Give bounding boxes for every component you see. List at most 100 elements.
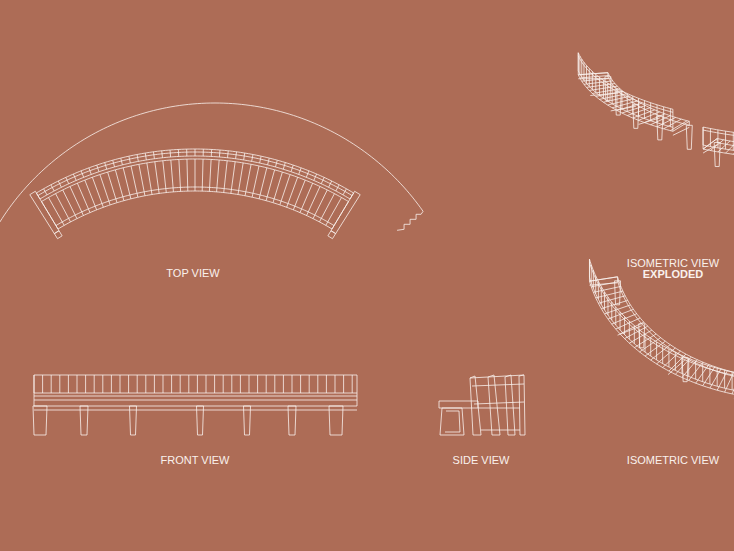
back-slat xyxy=(627,94,628,112)
back-frame xyxy=(488,375,500,435)
leg-side xyxy=(445,411,460,432)
end xyxy=(34,375,35,406)
back-slat xyxy=(656,342,657,360)
seat-slat xyxy=(584,81,613,84)
back-slat xyxy=(599,77,600,95)
seat-slat xyxy=(319,194,334,222)
foot-rail xyxy=(481,430,520,431)
back-slat xyxy=(292,375,293,393)
back-slat xyxy=(717,368,718,386)
back-top xyxy=(589,259,734,378)
back-slat xyxy=(68,375,69,393)
seat-slat xyxy=(651,345,670,360)
back-top xyxy=(578,56,673,113)
back-slat xyxy=(329,181,332,187)
seat-slat xyxy=(252,166,259,197)
back-slat xyxy=(317,375,318,393)
seat-slat xyxy=(115,170,124,201)
seat-slat xyxy=(300,183,313,212)
back-slat xyxy=(702,364,703,382)
leg xyxy=(686,125,692,149)
view-label: SIDE VIEW xyxy=(453,454,510,466)
back-slat xyxy=(621,91,622,109)
back-slat xyxy=(81,171,84,178)
leg-brace xyxy=(618,326,642,335)
back-slat xyxy=(102,375,103,393)
back-slat xyxy=(601,287,602,305)
seat-slat xyxy=(307,186,320,215)
seat-slat xyxy=(633,110,655,118)
seat-slat xyxy=(238,163,243,195)
back-slat xyxy=(709,366,710,384)
seat-slat xyxy=(629,330,651,343)
back-slat xyxy=(604,292,605,310)
seat-slat xyxy=(100,175,110,205)
back-slat xyxy=(129,156,131,163)
back-slat xyxy=(73,174,76,180)
back-slat xyxy=(343,189,346,195)
back-slat xyxy=(583,62,584,80)
back-slat xyxy=(154,375,155,393)
seat-slat xyxy=(689,362,703,380)
back-slat xyxy=(214,375,215,393)
back-frame xyxy=(505,375,515,435)
back-slat xyxy=(352,375,353,393)
seat-side xyxy=(439,401,478,408)
back-rail xyxy=(34,375,357,376)
back-slat xyxy=(275,160,277,167)
leg-brace xyxy=(673,127,689,135)
steps-edge xyxy=(397,211,423,230)
isometric-view xyxy=(589,259,734,406)
stretcher xyxy=(34,410,357,411)
seat-slat xyxy=(245,164,251,195)
back-slat xyxy=(59,375,60,393)
back-slat xyxy=(211,149,212,156)
back-slat xyxy=(733,132,734,150)
back-slat xyxy=(77,375,78,393)
back-top xyxy=(578,53,673,110)
back-slat xyxy=(58,181,61,187)
back-slat xyxy=(725,131,726,149)
seat-slat xyxy=(123,168,131,199)
seat-front-edge xyxy=(618,277,734,379)
back-slat xyxy=(235,152,237,159)
back-slat xyxy=(42,375,43,393)
leg xyxy=(615,91,621,115)
back-slat xyxy=(343,375,344,393)
seat-back-edge xyxy=(589,281,734,400)
back-slat xyxy=(163,375,164,393)
end xyxy=(589,259,617,281)
back-slat xyxy=(650,103,651,121)
side-view xyxy=(439,375,525,435)
seat-edge xyxy=(34,400,357,401)
back-slat xyxy=(137,155,138,162)
seat-edge xyxy=(34,396,357,397)
back-slat xyxy=(180,375,181,393)
back-rail xyxy=(472,384,524,386)
back-slat xyxy=(257,375,258,393)
back-slat xyxy=(321,177,324,183)
back-top xyxy=(589,262,734,381)
seat-slat xyxy=(186,159,188,191)
back-slat xyxy=(607,83,608,101)
seat-slat xyxy=(640,338,661,352)
back-slat xyxy=(591,265,592,283)
bench-arc xyxy=(36,149,353,193)
back-slat xyxy=(695,361,696,379)
seat-slat xyxy=(202,159,204,191)
seat-slat xyxy=(179,159,181,191)
back-slat xyxy=(145,375,146,393)
back-slat xyxy=(724,370,725,388)
back-slat xyxy=(219,150,221,157)
back-slat xyxy=(161,151,163,158)
back-slat xyxy=(51,185,54,191)
seat-slat xyxy=(726,142,734,153)
seat-slat xyxy=(313,190,327,219)
seat-slat xyxy=(108,172,117,203)
seat-slat xyxy=(209,159,211,191)
back-rail xyxy=(578,71,673,128)
leg xyxy=(605,77,611,101)
leg-brace xyxy=(578,78,608,79)
seat-slat xyxy=(217,160,220,192)
